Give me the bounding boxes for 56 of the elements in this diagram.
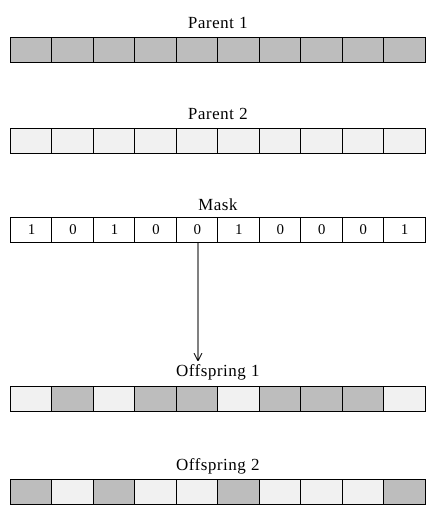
mask-bit-cell: 1	[217, 217, 260, 243]
gene-cell	[92, 37, 136, 63]
gene-cell	[134, 479, 178, 505]
gene-cell	[383, 128, 426, 154]
row-title: Offspring 1	[176, 361, 260, 381]
gene-cell	[176, 479, 219, 505]
gene-cell	[51, 37, 94, 63]
gene-cell	[51, 479, 94, 505]
gene-cell	[217, 37, 260, 63]
gene-cell	[300, 386, 344, 412]
gene-cell	[176, 386, 219, 412]
gene-cell	[258, 386, 302, 412]
gene-cell	[300, 479, 344, 505]
mask-bit-cell: 1	[383, 217, 426, 243]
gene-cell	[10, 37, 53, 63]
gene-cell	[10, 386, 53, 412]
gene-cell	[300, 37, 344, 63]
gene-cell	[134, 386, 178, 412]
arrow	[194, 242, 202, 362]
gene-cell	[217, 128, 260, 154]
gene-cell	[342, 386, 385, 412]
row-title: Offspring 2	[176, 455, 260, 475]
mask-bit-cell: 0	[258, 217, 302, 243]
row-title: Mask	[198, 195, 238, 215]
gene-cell	[217, 479, 260, 505]
mask-bit-cell: 0	[342, 217, 385, 243]
mask-bit-cell: 0	[51, 217, 94, 243]
gene-cell	[134, 128, 178, 154]
gene-cell	[383, 37, 426, 63]
row-title: Parent 1	[188, 13, 248, 33]
mask-bit-cell: 0	[134, 217, 178, 243]
gene-cell	[383, 386, 426, 412]
gene-cell	[10, 128, 53, 154]
gene-cell	[300, 128, 344, 154]
mask-bit-cell: 1	[92, 217, 136, 243]
gene-cell	[258, 128, 302, 154]
gene-cell	[92, 386, 136, 412]
gene-cell	[383, 479, 426, 505]
gene-cell	[217, 386, 260, 412]
gene-cell	[92, 479, 136, 505]
gene-cell	[258, 37, 302, 63]
gene-cell	[10, 479, 53, 505]
row-title: Parent 2	[188, 104, 248, 124]
gene-cell	[258, 479, 302, 505]
gene-cell	[342, 479, 385, 505]
gene-cell	[134, 37, 178, 63]
gene-cell	[342, 37, 385, 63]
gene-cell	[176, 128, 219, 154]
gene-cell	[342, 128, 385, 154]
gene-cell	[51, 128, 94, 154]
mask-bit-cell: 1	[10, 217, 53, 243]
mask-bit-cell: 0	[300, 217, 344, 243]
mask-bit-cell: 0	[176, 217, 219, 243]
gene-cell	[51, 386, 94, 412]
gene-cell	[176, 37, 219, 63]
gene-cell	[92, 128, 136, 154]
